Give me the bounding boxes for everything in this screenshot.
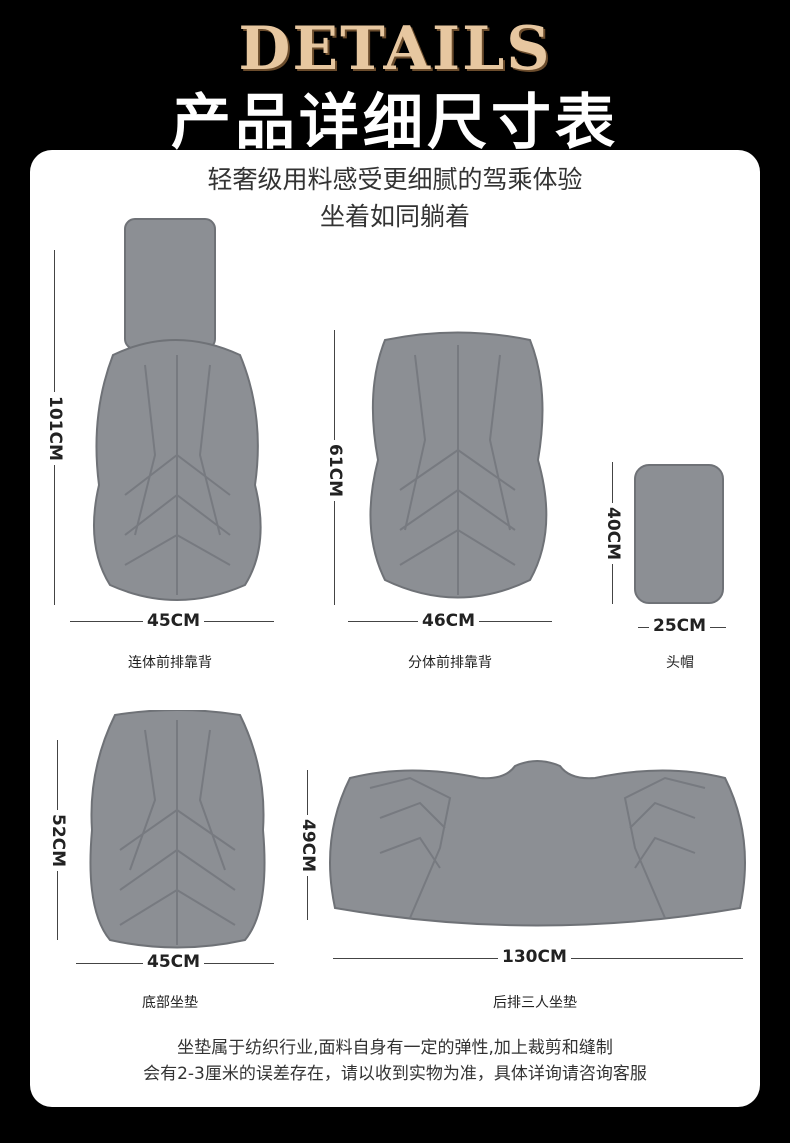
product-name-2: 分体前排靠背 (408, 655, 492, 671)
product-name-3: 头帽 (666, 655, 694, 671)
product-image-onepiece-backrest (92, 218, 262, 601)
product-name-1: 连体前排靠背 (128, 655, 212, 671)
note-line-1: 坐垫属于纺织行业,面料自身有一定的弹性,加上裁剪和缝制 (177, 1038, 613, 1058)
height-label-5: 49CM (298, 815, 318, 877)
product-name-4: 底部坐垫 (142, 995, 198, 1011)
height-label-4: 52CM (48, 810, 68, 872)
width-label-4: 45CM (143, 952, 205, 972)
intro-line-2: 坐着如同躺着 (319, 202, 470, 231)
height-label-1: 101CM (45, 392, 65, 465)
height-label-2: 61CM (325, 440, 345, 502)
title-en: DETAILS (238, 14, 552, 84)
width-label-2: 46CM (418, 611, 480, 631)
product-name-5: 后排三人坐垫 (493, 995, 577, 1011)
width-label-3: 25CM (649, 616, 711, 636)
width-label-5: 130CM (498, 947, 571, 967)
height-label-3: 40CM (603, 503, 623, 565)
product-image-headrest (634, 464, 724, 604)
width-label-1: 45CM (143, 611, 205, 631)
note-line-2: 会有2-3厘米的误差存在，请以收到实物为准，具体详询请咨询客服 (143, 1064, 647, 1084)
product-image-rear-bench-cushion (329, 760, 746, 927)
title-cn: 产品详细尺寸表 (171, 88, 619, 158)
intro-line-1: 轻奢级用料感受更细腻的驾乘体验 (207, 165, 583, 194)
product-image-split-backrest (369, 331, 548, 599)
product-image-bottom-cushion (89, 710, 266, 949)
